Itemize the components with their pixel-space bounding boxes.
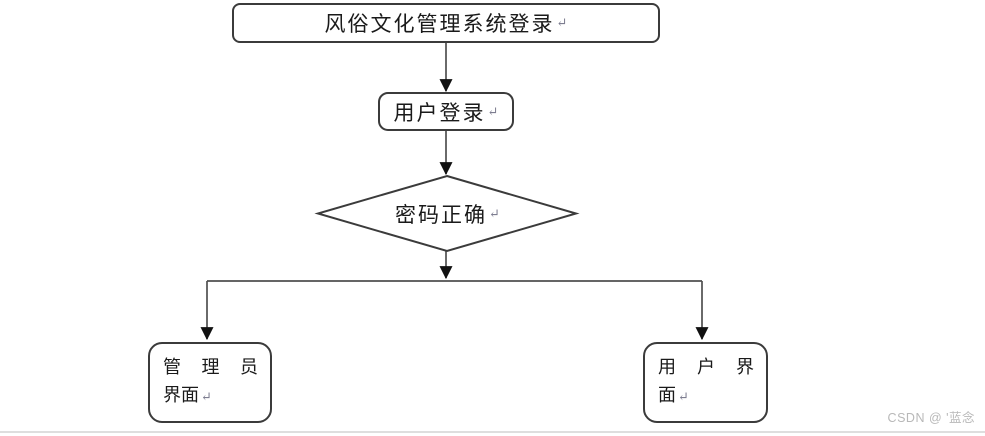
decision-diamond-shape bbox=[314, 174, 580, 253]
admin-interface-node: 管 理 员 界面↵ bbox=[148, 342, 272, 423]
user-node-line1: 用 户 界 bbox=[658, 357, 754, 377]
return-mark-icon: ↵ bbox=[201, 389, 212, 404]
decision-node-label: 密码正确 bbox=[395, 203, 488, 227]
title-node-label: 风俗文化管理系统登录 bbox=[324, 12, 555, 36]
admin-node-line2: 界面↵ bbox=[163, 385, 212, 405]
return-mark-icon: ↵ bbox=[678, 389, 689, 404]
return-mark-icon: ↵ bbox=[489, 206, 500, 221]
admin-node-line1: 管 理 员 bbox=[163, 357, 258, 377]
decision-node: 密码正确↵ bbox=[318, 176, 577, 252]
login-node: 用户登录↵ bbox=[378, 92, 514, 131]
user-interface-node: 用 户 界 面↵ bbox=[643, 342, 768, 423]
page-bottom-edge bbox=[0, 431, 985, 433]
user-node-line2: 面↵ bbox=[658, 385, 689, 405]
title-node: 风俗文化管理系统登录↵ bbox=[232, 3, 660, 43]
return-mark-icon: ↵ bbox=[487, 103, 499, 119]
return-mark-icon: ↵ bbox=[556, 15, 568, 30]
login-node-label: 用户登录 bbox=[393, 100, 486, 125]
csdn-watermark: CSDN @ '蓝念 bbox=[887, 411, 975, 425]
